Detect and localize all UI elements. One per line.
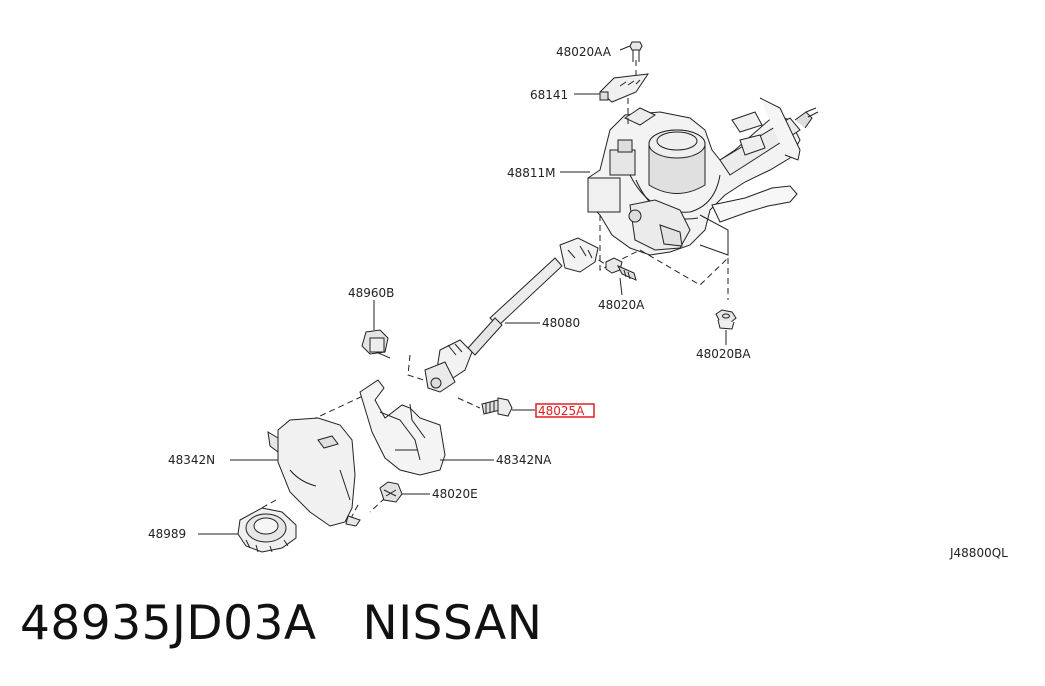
clip-48020E [379,481,403,503]
steering-column-assembly [587,97,819,256]
bolt-48025A [481,397,513,417]
diagram-code: J48800QL [949,546,1008,560]
part-number: 48935JD03A [20,596,317,651]
leader-lines [198,45,727,535]
label-48989: 48989 [148,527,186,541]
label-48342NA: 48342NA [496,453,552,467]
label-68141: 68141 [530,88,568,102]
seal-48989 [237,507,297,553]
cover-48342N [267,417,361,527]
nut-48020BA [715,309,737,330]
intermediate-shaft-48080 [424,237,599,393]
label-48020A: 48020A [598,298,645,312]
clip-48960B [361,329,391,359]
label-48811M: 48811M [507,166,556,180]
highlight-box-48025A [535,403,595,418]
label-48020AA: 48020AA [556,45,612,59]
bracket-68141 [599,73,650,103]
bolt-48020A [605,257,637,281]
cover-48342NA [359,379,446,476]
label-48020BA: 48020BA [696,347,751,361]
bolt-48020AA [629,41,643,62]
footer-caption: 48935JD03A NISSAN [20,596,542,651]
brand-name: NISSAN [362,596,543,651]
label-48020E: 48020E [432,487,478,501]
label-48342N: 48342N [168,453,215,467]
label-48080: 48080 [542,316,580,330]
label-48960B: 48960B [348,286,394,300]
label-48025A[interactable]: 48025A [538,404,585,418]
